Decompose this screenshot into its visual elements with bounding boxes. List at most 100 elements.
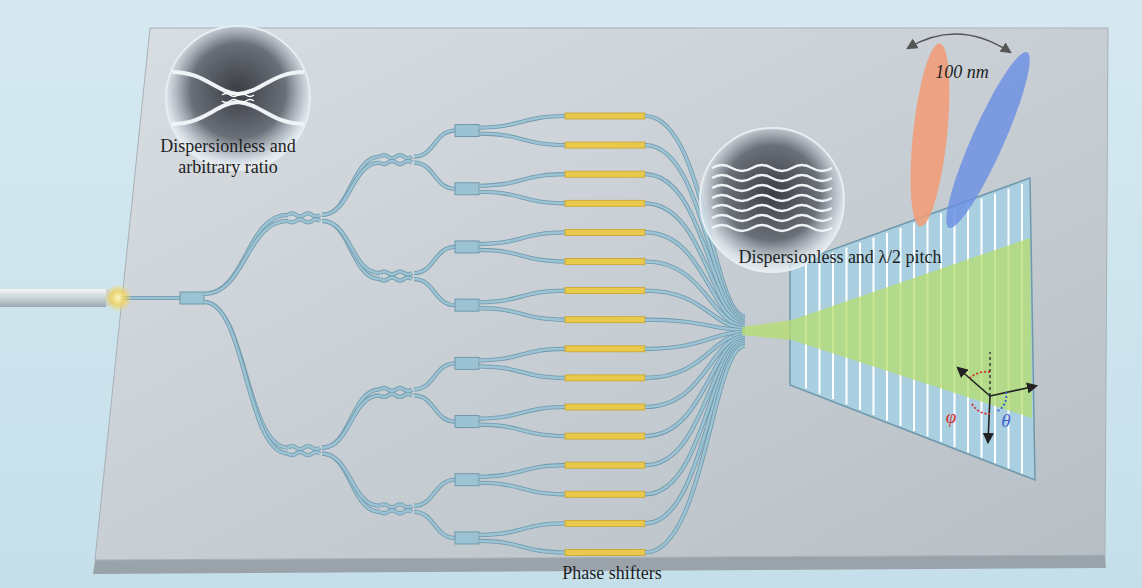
mmi-splitter (455, 299, 479, 311)
waveguide (645, 262, 745, 327)
axis-dashed (989, 352, 990, 396)
waveguide (288, 446, 320, 449)
waveguide (288, 219, 320, 222)
axis (990, 386, 1036, 396)
wavy-waveguide (712, 205, 832, 211)
light-glow (104, 284, 132, 312)
waveguide (204, 302, 288, 454)
waveguide (380, 272, 412, 275)
waveguide-outline (479, 116, 565, 128)
waveguide (479, 366, 565, 378)
phase-shifter (565, 462, 645, 468)
part-label: Phase shifters (562, 563, 661, 584)
waveguide (380, 161, 412, 164)
waveguide-outline (479, 483, 565, 495)
waveguide-network (118, 113, 745, 556)
waveguide (380, 388, 412, 391)
waveguide (414, 131, 455, 157)
waveguide-outline (322, 395, 380, 447)
waveguide-outline (565, 230, 645, 234)
waveguide (380, 394, 412, 397)
waveguide (322, 221, 380, 273)
waveguide (479, 523, 565, 535)
waveguide-outline (479, 308, 565, 320)
waveguide (414, 512, 455, 538)
waveguide (414, 363, 455, 389)
waveguide (204, 215, 288, 294)
waveguide-outline (565, 492, 645, 496)
wavy-waveguide (712, 165, 832, 171)
waveguide-outline (204, 302, 288, 454)
waveguide-outline (565, 143, 645, 147)
mmi-splitter (455, 416, 479, 428)
waveguide-outline (322, 157, 380, 215)
phase-shifter (565, 317, 645, 323)
callout-label: Dispersionless and arbitrary ratio (143, 136, 313, 177)
axis-symbol: φ (946, 406, 957, 428)
waveguide (414, 480, 455, 506)
waveguide-outline (479, 523, 565, 535)
waveguide (414, 163, 455, 189)
waveguide-outline (288, 446, 320, 449)
wavy-waveguide (712, 215, 832, 221)
waveguide-outline (380, 394, 412, 397)
waveguide-outline (414, 395, 455, 421)
waveguide-outline (565, 289, 645, 293)
waveguide-outline (479, 541, 565, 553)
waveguide (288, 452, 320, 455)
mmi-splitter (455, 241, 479, 253)
waveguide-outline (414, 131, 455, 157)
mmi-splitter (455, 357, 479, 369)
waveguide (479, 291, 565, 303)
waveguide-outline (565, 405, 645, 409)
waveguide-outline (414, 247, 455, 273)
waveguide-outline (565, 172, 645, 176)
waveguide-outline (565, 463, 645, 467)
waveguide (322, 454, 380, 506)
waveguide-outline (565, 259, 645, 263)
phase-shifter (565, 375, 645, 381)
phase-shifter (565, 550, 645, 556)
waveguide (479, 407, 565, 419)
waveguide-outline (565, 114, 645, 118)
waveguide-outline (645, 344, 745, 523)
waveguide (322, 157, 380, 215)
waveguide-outline (414, 279, 455, 305)
theta-arc (996, 392, 1006, 412)
phase-shifter (565, 346, 645, 352)
waveguide (479, 232, 565, 244)
waveguide-outline (645, 262, 745, 327)
waveguide-outline (380, 388, 412, 391)
waveguide-outline (322, 389, 380, 447)
waveguide-outline (322, 163, 380, 215)
phi-arc (972, 404, 990, 414)
axis-symbol: θ (1001, 410, 1010, 432)
waveguide-outline (380, 272, 412, 275)
waveguide-outline (414, 480, 455, 506)
phase-shifter (565, 404, 645, 410)
waveguide (645, 346, 745, 553)
waveguide-outline (645, 320, 745, 330)
waveguide-outline (565, 521, 645, 525)
waveguide-outline (204, 221, 288, 294)
waveguide (414, 279, 455, 305)
mmi-splitter (455, 183, 479, 195)
wavy-waveguide (712, 185, 832, 191)
wavy-waveguide (712, 175, 832, 181)
waveguide (414, 247, 455, 273)
waveguide-outline (645, 346, 745, 553)
waveguide (322, 395, 380, 447)
phase-shifter (565, 113, 645, 119)
waveguide (479, 541, 565, 553)
phase-shifter (565, 142, 645, 148)
waveguide-outline (414, 512, 455, 538)
waveguide-outline (380, 155, 412, 158)
waveguide (479, 465, 565, 477)
phase-shifter (565, 491, 645, 497)
waveguide-outline (479, 425, 565, 437)
wavy-waveguide (712, 225, 832, 231)
waveguide (479, 250, 565, 262)
waveguide (380, 510, 412, 513)
waveguide-outline (479, 349, 565, 361)
waveguide (479, 425, 565, 437)
